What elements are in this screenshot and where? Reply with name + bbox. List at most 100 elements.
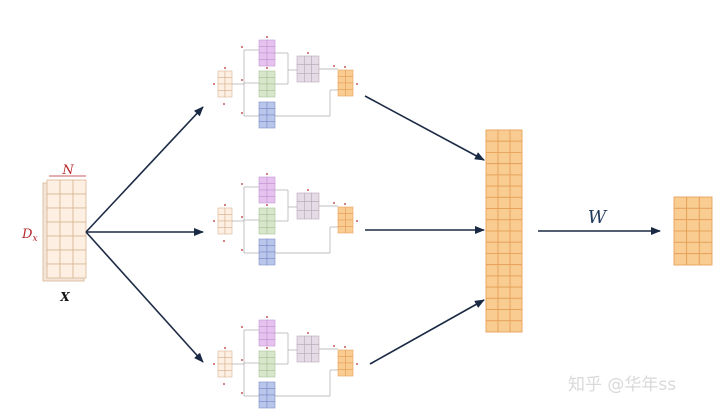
head-output-matrix-cell bbox=[337, 213, 346, 221]
watermark: 知乎 @华年ss bbox=[568, 375, 676, 395]
head-query-matrix-cell bbox=[258, 189, 268, 197]
concat-grid-cell bbox=[497, 252, 511, 266]
head-query-matrix-cell bbox=[266, 319, 276, 327]
head-input-cell bbox=[217, 350, 226, 358]
concat-grid-cell bbox=[509, 140, 523, 153]
head-key-matrix-cell bbox=[266, 70, 276, 78]
head-output-matrix-cell bbox=[345, 69, 354, 77]
input-grid-cell bbox=[72, 179, 87, 195]
output-grid-cell bbox=[673, 207, 688, 221]
output-grid-cell bbox=[686, 230, 700, 243]
head-output-matrix-cell bbox=[337, 356, 346, 364]
input-grid-cell bbox=[46, 263, 61, 279]
concat-grid-cell bbox=[497, 275, 511, 288]
head-score-matrix-cell bbox=[311, 64, 320, 74]
head-value-matrix-cell bbox=[258, 401, 268, 409]
head-output-matrix-cell bbox=[345, 219, 354, 227]
head-q-label bbox=[266, 173, 268, 175]
output-grid-cell bbox=[673, 219, 688, 232]
head-input-cell bbox=[217, 90, 226, 98]
concat-grid-cell bbox=[497, 264, 511, 277]
head-score-matrix-cell bbox=[304, 353, 312, 363]
head-score-matrix-cell bbox=[304, 344, 312, 354]
head-input-cell bbox=[217, 370, 226, 378]
head-input-side-label bbox=[213, 220, 215, 222]
head-k-label bbox=[266, 204, 268, 206]
head-q-label bbox=[266, 36, 268, 38]
head-input-label bbox=[224, 347, 226, 349]
head-input-cell bbox=[224, 220, 233, 228]
head-input-side-label bbox=[213, 83, 215, 85]
head-output-matrix-cell bbox=[345, 349, 354, 357]
head-query-matrix-cell bbox=[266, 39, 276, 47]
head-value-matrix-cell bbox=[266, 245, 276, 253]
head-query-matrix-cell bbox=[266, 332, 276, 340]
concat-grid-cell bbox=[509, 129, 523, 142]
head-output-matrix-cell bbox=[337, 226, 346, 234]
head-output-matrix-cell bbox=[337, 362, 346, 370]
head-output-label bbox=[344, 346, 346, 348]
head-output-matrix-cell bbox=[337, 349, 346, 357]
head-output-matrix bbox=[337, 206, 354, 234]
head-key-matrix-cell bbox=[258, 363, 268, 371]
concat-grid-cell bbox=[497, 196, 511, 210]
head-key-matrix-cell bbox=[258, 77, 268, 85]
head-query-matrix-cell bbox=[258, 339, 268, 347]
arrow-head-1-to-concat bbox=[364, 95, 485, 161]
head-input bbox=[217, 70, 233, 98]
head-query-matrix-cell bbox=[258, 176, 268, 184]
head-query-matrix-cell bbox=[266, 196, 276, 204]
output-grid-cell bbox=[673, 241, 688, 255]
head-query-matrix-cell bbox=[266, 326, 276, 334]
head-key-matrix bbox=[258, 70, 276, 98]
output-grid-cell bbox=[673, 253, 688, 266]
concat-grid-cell bbox=[485, 174, 499, 187]
head-output-matrix-cell bbox=[337, 69, 346, 77]
concat-grid-cell bbox=[497, 129, 511, 142]
input-matrix-name: X bbox=[59, 290, 70, 304]
concat-grid-cell bbox=[509, 174, 523, 187]
concat-grid-cell bbox=[509, 286, 523, 299]
head-output-matrix-cell bbox=[345, 356, 354, 364]
head-output-matrix bbox=[337, 69, 354, 97]
head-key-matrix bbox=[258, 207, 276, 235]
head-value-matrix-cell bbox=[266, 101, 276, 109]
head-input-cell bbox=[217, 70, 226, 78]
head-key-matrix-cell bbox=[258, 350, 268, 358]
output-grid-cell bbox=[698, 219, 713, 232]
input-grid-cell bbox=[72, 249, 87, 265]
concat-grid-cell bbox=[485, 140, 499, 153]
concat-grid-cell bbox=[509, 275, 523, 288]
head-v-weight-label bbox=[241, 249, 243, 251]
head-input-cell bbox=[217, 227, 226, 235]
input-row-label: Dx bbox=[21, 227, 38, 244]
head-output-matrix-cell bbox=[337, 76, 346, 84]
head-query-matrix-cell bbox=[258, 183, 268, 191]
head-score-matrix-cell bbox=[296, 73, 305, 83]
head-score-matrix-cell bbox=[311, 55, 320, 65]
concat-grid-cell bbox=[509, 241, 523, 254]
head-q-weight-label bbox=[241, 46, 243, 48]
concat-grid-cell bbox=[485, 320, 499, 333]
head-score-matrix-cell bbox=[311, 210, 320, 220]
head-score-matrix bbox=[296, 55, 320, 83]
head-output-matrix-cell bbox=[345, 76, 354, 84]
output-grid-cell bbox=[686, 219, 700, 232]
input-grid-cell bbox=[72, 235, 87, 251]
concat-grid-cell bbox=[497, 230, 511, 243]
head-v-weight-label bbox=[241, 112, 243, 114]
concat-grid-cell bbox=[497, 219, 511, 232]
head-query-matrix-cell bbox=[266, 339, 276, 347]
output-grid-cell bbox=[698, 253, 713, 266]
head-v-weight-label bbox=[241, 392, 243, 394]
arrow-input-to-head-3 bbox=[85, 231, 204, 363]
input-row-label-main: D bbox=[21, 227, 33, 242]
attention-head-1 bbox=[213, 36, 358, 129]
input-grid-cell bbox=[59, 193, 74, 209]
input-grid-cell bbox=[72, 263, 87, 279]
head-input-cell bbox=[217, 207, 226, 215]
concat-grid-cell bbox=[485, 309, 499, 322]
input-grid-cell bbox=[59, 263, 74, 279]
